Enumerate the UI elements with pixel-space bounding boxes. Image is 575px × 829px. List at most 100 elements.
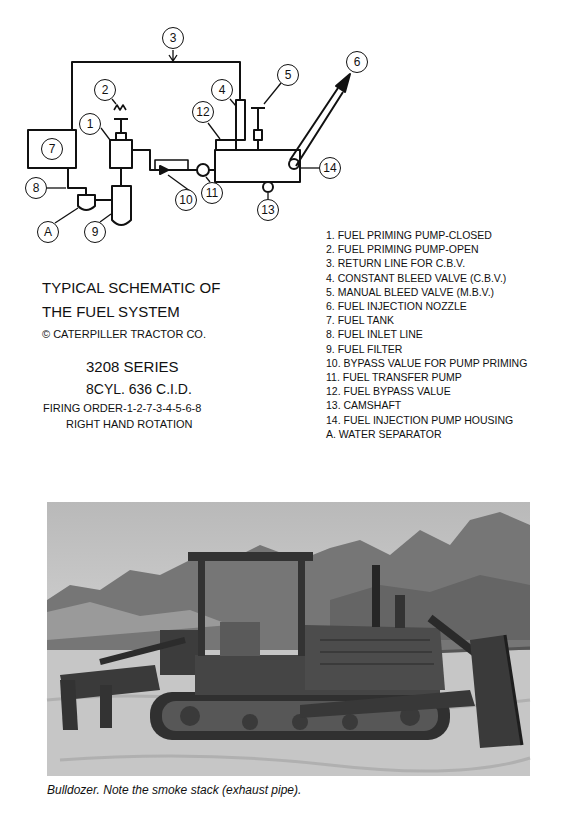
- parts-key-entry: 13. CAMSHAFT: [326, 399, 401, 411]
- fuel-schematic: [28, 62, 350, 225]
- parts-key-entry: 5. MANUAL BLEED VALVE (M.B.V.): [326, 286, 494, 298]
- callout-number: 1: [87, 118, 94, 130]
- callout-number: 7: [49, 143, 56, 155]
- parts-key-entry: 7. FUEL TANK: [326, 314, 394, 326]
- spec-note: © CATERPILLER TRACTOR CO.: [42, 328, 206, 341]
- parts-key-entry: 14. FUEL INJECTION PUMP HOUSING: [326, 414, 513, 426]
- leader-line: [101, 128, 110, 140]
- callout-circle: 11: [201, 182, 223, 204]
- leader-line: [100, 214, 111, 222]
- callout-circle: 3: [162, 27, 184, 49]
- parts-key-entry: 6. FUEL INJECTION NOZZLE: [326, 300, 467, 312]
- leader-line: [230, 99, 236, 106]
- injection-nozzle: [336, 74, 350, 92]
- bypass-valve: [160, 166, 168, 174]
- parts-key-entry: 2. FUEL PRIMING PUMP-OPEN: [326, 243, 478, 255]
- leader-line: [55, 208, 78, 223]
- fuel-tank: [160, 630, 200, 675]
- leader-line: [300, 167, 319, 168]
- leader-line: [169, 50, 177, 61]
- fuel-bypass-valve: [216, 140, 236, 150]
- water-separator: [78, 195, 95, 210]
- priming-pump-cap: [116, 133, 126, 140]
- parts-key-entry: 3. RETURN LINE FOR C.B.V.: [326, 257, 465, 269]
- callout-circle: 9: [84, 221, 106, 243]
- callout-circle: A: [37, 221, 59, 243]
- air-cleaner: [395, 595, 405, 628]
- ripper-shank: [100, 685, 112, 728]
- spec-note: RIGHT HAND ROTATION: [66, 418, 193, 431]
- parts-key-entry: 12. FUEL BYPASS VALUE: [326, 385, 451, 397]
- transfer-pump: [197, 164, 209, 176]
- callout-number: 3: [170, 32, 177, 44]
- spec-note: FIRING ORDER-1-2-7-3-4-5-6-8: [43, 402, 201, 415]
- callout-number: 8: [33, 182, 40, 194]
- callout-number: 14: [323, 162, 336, 174]
- roller: [342, 714, 358, 730]
- rops-post: [298, 561, 305, 656]
- parts-key-entry: A. WATER SEPARATOR: [326, 428, 442, 440]
- ripper-shank: [60, 680, 78, 730]
- callout-number: 12: [196, 106, 209, 118]
- callout-circle: 10: [175, 189, 197, 211]
- push-arm: [300, 690, 475, 718]
- leader-lines: [47, 50, 319, 223]
- manual-bleed-valve: [251, 108, 265, 150]
- callout-circle: 4: [211, 79, 233, 101]
- fuel-line: [120, 168, 122, 186]
- hood-grille: [320, 640, 434, 664]
- constant-bleed-valve: [236, 100, 245, 140]
- engine-hood: [305, 625, 445, 690]
- blade-edge: [505, 635, 522, 745]
- spec-note: 8CYL. 636 C.I.D.: [86, 381, 192, 397]
- fuel-filter: [112, 186, 131, 225]
- blade: [470, 635, 522, 748]
- roller: [242, 714, 258, 730]
- manual-bleed-valve-body: [254, 130, 262, 140]
- camshaft: [263, 182, 273, 192]
- fuel-tank: [28, 130, 76, 168]
- priming-pump-handle: [114, 119, 128, 133]
- fuel-inlet-line: [68, 168, 86, 195]
- parts-key-entry: 11. FUEL TRANSFER PUMP: [326, 371, 462, 383]
- callout-number: 9: [92, 226, 99, 238]
- callout-circle: 2: [94, 79, 116, 101]
- seat: [220, 622, 260, 656]
- leader-line: [47, 187, 66, 188]
- parts-key-entry: 8. FUEL INLET LINE: [326, 328, 423, 340]
- ground: [47, 650, 530, 776]
- callout-number: 10: [179, 194, 192, 206]
- injection-pump-housing: [215, 150, 300, 182]
- parts-key-entry: 4. CONSTANT BLEED VALVE (C.B.V.): [326, 272, 506, 284]
- spec-note: 3208 SERIES: [86, 358, 179, 375]
- photo-caption: Bulldozer. Note the smoke stack (exhaust…: [47, 783, 301, 797]
- leader-line: [264, 83, 281, 104]
- callout-circle: 7: [41, 138, 63, 160]
- leader-line: [208, 123, 220, 139]
- callout-circle: 5: [277, 64, 299, 86]
- callout-circle: 6: [346, 51, 368, 73]
- callout-number: A: [44, 226, 52, 238]
- callout-number: 2: [102, 84, 109, 96]
- callout-circle: 8: [25, 177, 47, 199]
- parts-key-entry: 9. FUEL FILTER: [326, 343, 402, 355]
- leader-line: [112, 99, 116, 104]
- parts-key-entry: 10. BYPASS VALUE FOR PUMP PRIMING: [326, 357, 527, 369]
- priming-pump: [110, 140, 132, 168]
- rops-roof: [188, 552, 313, 561]
- rops-post: [198, 561, 205, 656]
- roller: [180, 706, 200, 726]
- title: TYPICAL SCHEMATIC OF THE FUEL SYSTEM: [42, 276, 234, 324]
- ripper-cylinder: [100, 640, 185, 662]
- callout-circle: 1: [79, 113, 101, 135]
- callout-number: 5: [285, 69, 292, 81]
- callout-number: 4: [219, 84, 226, 96]
- callout-circle: 12: [192, 101, 214, 123]
- parts-key-entry: 1. FUEL PRIMING PUMP-CLOSED: [326, 229, 492, 241]
- callout-number: 6: [354, 56, 361, 68]
- fuel-line: [95, 199, 112, 201]
- callout-circle: 13: [257, 199, 279, 221]
- callout-number: 11: [206, 187, 218, 199]
- callout-number: 13: [261, 204, 274, 216]
